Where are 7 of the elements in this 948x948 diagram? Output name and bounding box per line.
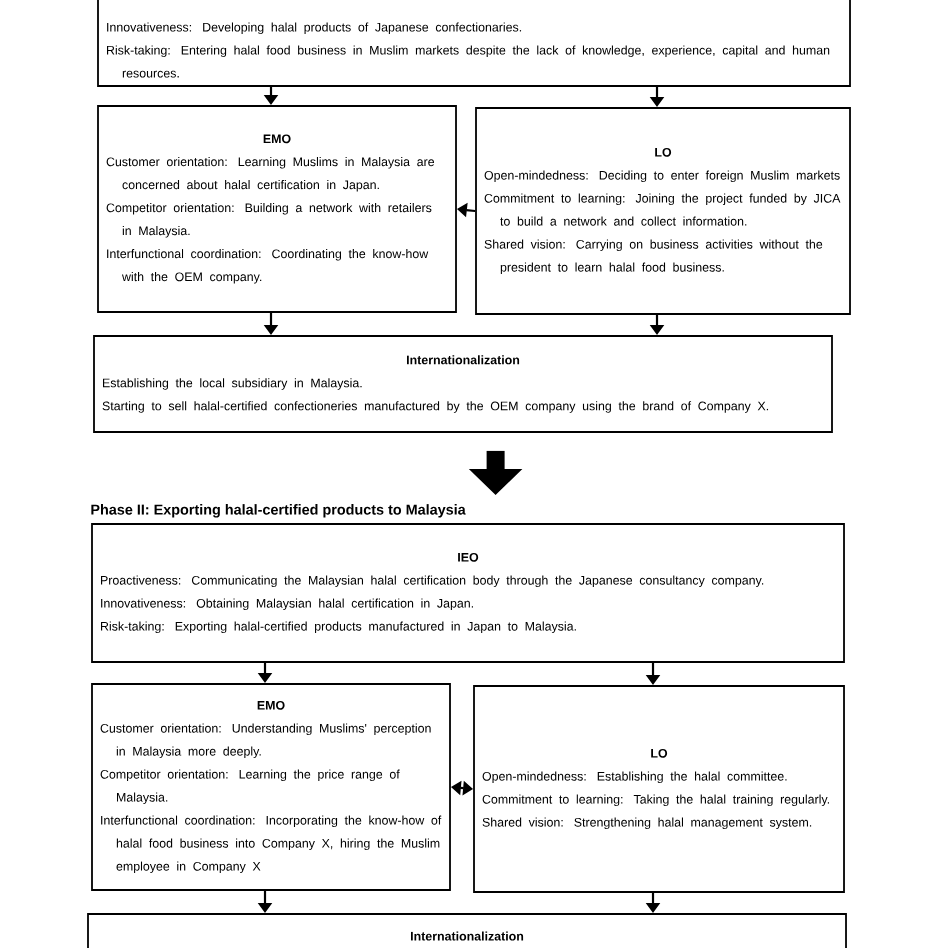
process-box <box>93 335 833 433</box>
process-box <box>87 913 847 948</box>
process-box <box>97 0 851 87</box>
process-box <box>91 683 451 891</box>
process-box <box>475 107 851 315</box>
process-box <box>97 105 457 313</box>
process-box <box>473 685 845 893</box>
